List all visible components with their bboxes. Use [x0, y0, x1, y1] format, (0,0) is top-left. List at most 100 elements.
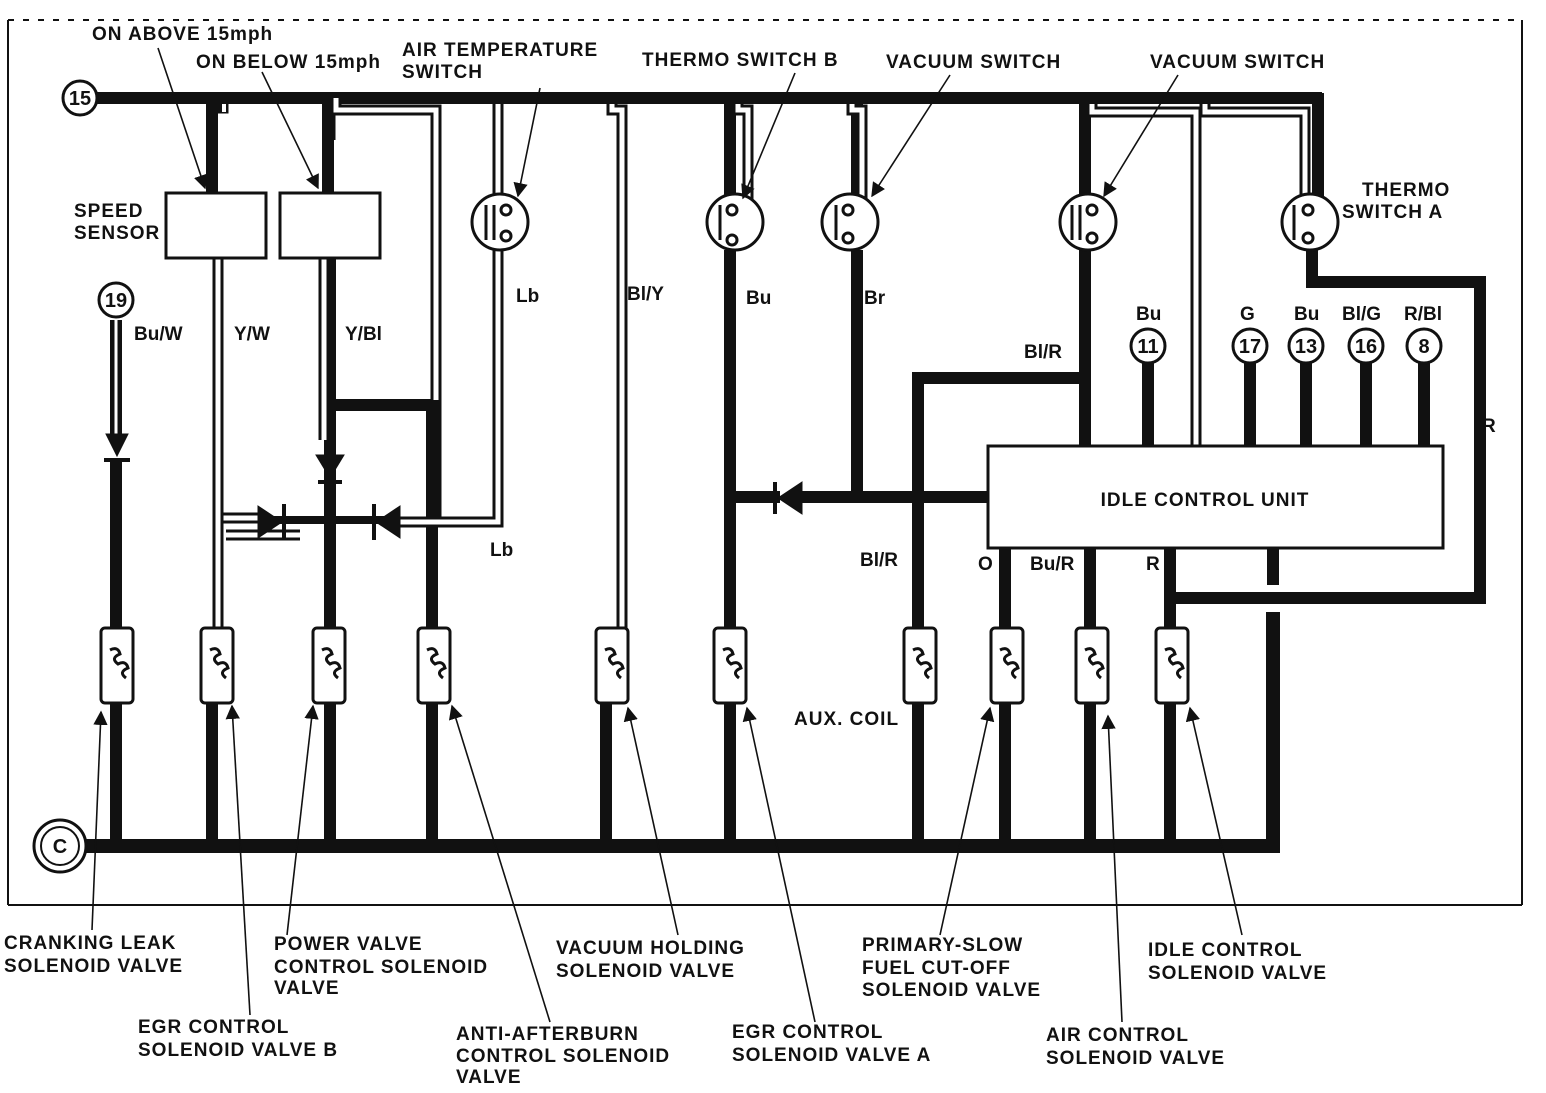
thermo-switch-a-icon	[1280, 192, 1340, 252]
wire-lb-1: Lb	[516, 286, 539, 307]
label-air-control-1: AIR CONTROL	[1046, 1025, 1189, 1046]
label-power-1: POWER VALVE	[274, 934, 423, 955]
top-labels: ON ABOVE 15mph ON BELOW 15mph AIR TEMPER…	[74, 24, 1450, 244]
label-egr-a-2: SOLENOID VALVE A	[732, 1045, 931, 1066]
label-air-temp-2: SWITCH	[402, 62, 483, 83]
idle-control-valve-icon	[1154, 626, 1190, 705]
wire-bl-r-1: Bl/R	[1024, 342, 1062, 363]
label-speed-sensor-1: SPEED	[74, 201, 143, 222]
leader-lines	[91, 47, 1243, 1023]
label-vacuum-hold-1: VACUUM HOLDING	[556, 938, 745, 959]
label-primary-2: FUEL CUT-OFF	[862, 958, 1011, 979]
label-egr-b-2: SOLENOID VALVE B	[138, 1040, 338, 1061]
label-power-3: VALVE	[274, 978, 340, 999]
label-idle-control-2: SOLENOID VALVE	[1148, 963, 1327, 984]
aux-coil-label: AUX. COIL	[794, 709, 899, 730]
diode-junction	[104, 433, 803, 540]
air-control-valve-icon	[1074, 626, 1110, 705]
vacuum-switch-2-icon	[1058, 192, 1118, 252]
speed-sensor-box	[164, 191, 268, 260]
bottom-labels: CRANKING LEAK SOLENOID VALVE EGR CONTROL…	[4, 933, 1327, 1088]
wire-lb-2: Lb	[490, 540, 513, 561]
wire-bl-y: Bl/Y	[627, 284, 664, 305]
label-on-below-15: ON BELOW 15mph	[196, 52, 381, 73]
cranking-leak-valve-icon	[99, 626, 135, 705]
svg-text:11: 11	[1137, 336, 1158, 358]
label-anti-1: ANTI-AFTERBURN	[456, 1024, 639, 1045]
idle-control-unit-label: IDLE CONTROL UNIT	[1101, 490, 1310, 511]
label-anti-2: CONTROL SOLENOID	[456, 1046, 670, 1067]
wire-y-w: Y/W	[234, 324, 270, 345]
label-cranking-1: CRANKING LEAK	[4, 933, 176, 954]
wire-g: G	[1240, 304, 1255, 325]
svg-text:15: 15	[69, 88, 91, 110]
wire-bu-r: Bu/R	[1030, 554, 1075, 575]
solenoid-valves	[99, 626, 1190, 705]
thermo-switch-b-icon	[705, 192, 765, 252]
svg-text:8: 8	[1418, 336, 1429, 358]
vacuum-holding-valve-icon	[594, 626, 630, 705]
wire-bu-w: Bu/W	[134, 324, 183, 345]
wire-r-1: R	[1482, 416, 1496, 437]
wire-bl-g: Bl/G	[1342, 304, 1381, 325]
svg-text:C: C	[53, 836, 67, 858]
label-egr-a-1: EGR CONTROL	[732, 1022, 883, 1043]
wire-bu-2: Bu	[1136, 304, 1161, 325]
label-vacuum-switch-2: VACUUM SWITCH	[1150, 52, 1325, 73]
label-idle-control-1: IDLE CONTROL	[1148, 940, 1303, 961]
hollow-wires	[114, 98, 1311, 632]
terminal-8: 8	[1405, 327, 1443, 365]
terminal-13: 13	[1287, 327, 1325, 365]
power-bus-15	[95, 92, 1324, 205]
svg-text:19: 19	[105, 290, 127, 312]
wire-bu-1: Bu	[746, 288, 771, 309]
svg-text:17: 17	[1239, 336, 1261, 358]
speed-relay-below-box	[278, 191, 382, 260]
diagram-border	[7, 19, 1523, 906]
label-cranking-2: SOLENOID VALVE	[4, 956, 183, 977]
wire-labels: Bu/W Y/W Y/Bl Lb Lb Bl/Y Bu Br Bl/R Bl/R…	[134, 284, 1496, 575]
label-anti-3: VALVE	[456, 1067, 522, 1088]
vacuum-switch-1-icon	[820, 192, 880, 252]
terminal-c: C	[32, 818, 88, 874]
label-egr-b-1: EGR CONTROL	[138, 1017, 289, 1038]
svg-text:13: 13	[1295, 336, 1317, 358]
wire-bl-r-2: Bl/R	[860, 550, 898, 571]
terminal-16: 16	[1347, 327, 1385, 365]
terminal-11: 11	[1129, 327, 1167, 365]
terminal-19: 19	[97, 281, 135, 319]
ground-bus-c	[82, 612, 1280, 853]
label-primary-1: PRIMARY-SLOW	[862, 935, 1023, 956]
switches	[470, 192, 1340, 252]
egr-b-valve-icon	[199, 626, 235, 705]
wire-r-2: R	[1146, 554, 1160, 575]
svg-text:16: 16	[1355, 336, 1377, 358]
label-air-control-2: SOLENOID VALVE	[1046, 1048, 1225, 1069]
label-vacuum-hold-2: SOLENOID VALVE	[556, 961, 735, 982]
label-air-temp-1: AIR TEMPERATURE	[402, 40, 598, 61]
air-temperature-switch-icon	[470, 192, 530, 252]
label-speed-sensor-2: SENSOR	[74, 223, 160, 244]
wire-br: Br	[864, 288, 886, 309]
wire-o: O	[978, 554, 993, 575]
primary-slow-valve-icon	[989, 626, 1025, 705]
label-on-above-15: ON ABOVE 15mph	[92, 24, 273, 45]
label-vacuum-switch-1: VACUUM SWITCH	[886, 52, 1061, 73]
terminal-17: 17	[1231, 327, 1269, 365]
egr-a-valve-icon	[712, 626, 748, 705]
wire-bu-3: Bu	[1294, 304, 1319, 325]
label-thermo-a-1: THERMO	[1362, 180, 1450, 201]
anti-afterburn-valve-icon	[416, 626, 452, 705]
label-thermo-a-2: SWITCH A	[1342, 202, 1443, 223]
terminal-15: 15	[61, 79, 99, 117]
label-primary-3: SOLENOID VALVE	[862, 980, 1041, 1001]
wire-y-bl: Y/Bl	[345, 324, 382, 345]
power-valve-icon	[311, 626, 347, 705]
wire-r-bl: R/Bl	[1404, 304, 1442, 325]
idle-control-unit: IDLE CONTROL UNIT	[986, 444, 1445, 550]
terminals: 15 19 C 11 17 13 16 8	[32, 79, 1443, 874]
label-power-2: CONTROL SOLENOID	[274, 957, 488, 978]
label-thermo-switch-b: THERMO SWITCH B	[642, 50, 839, 71]
